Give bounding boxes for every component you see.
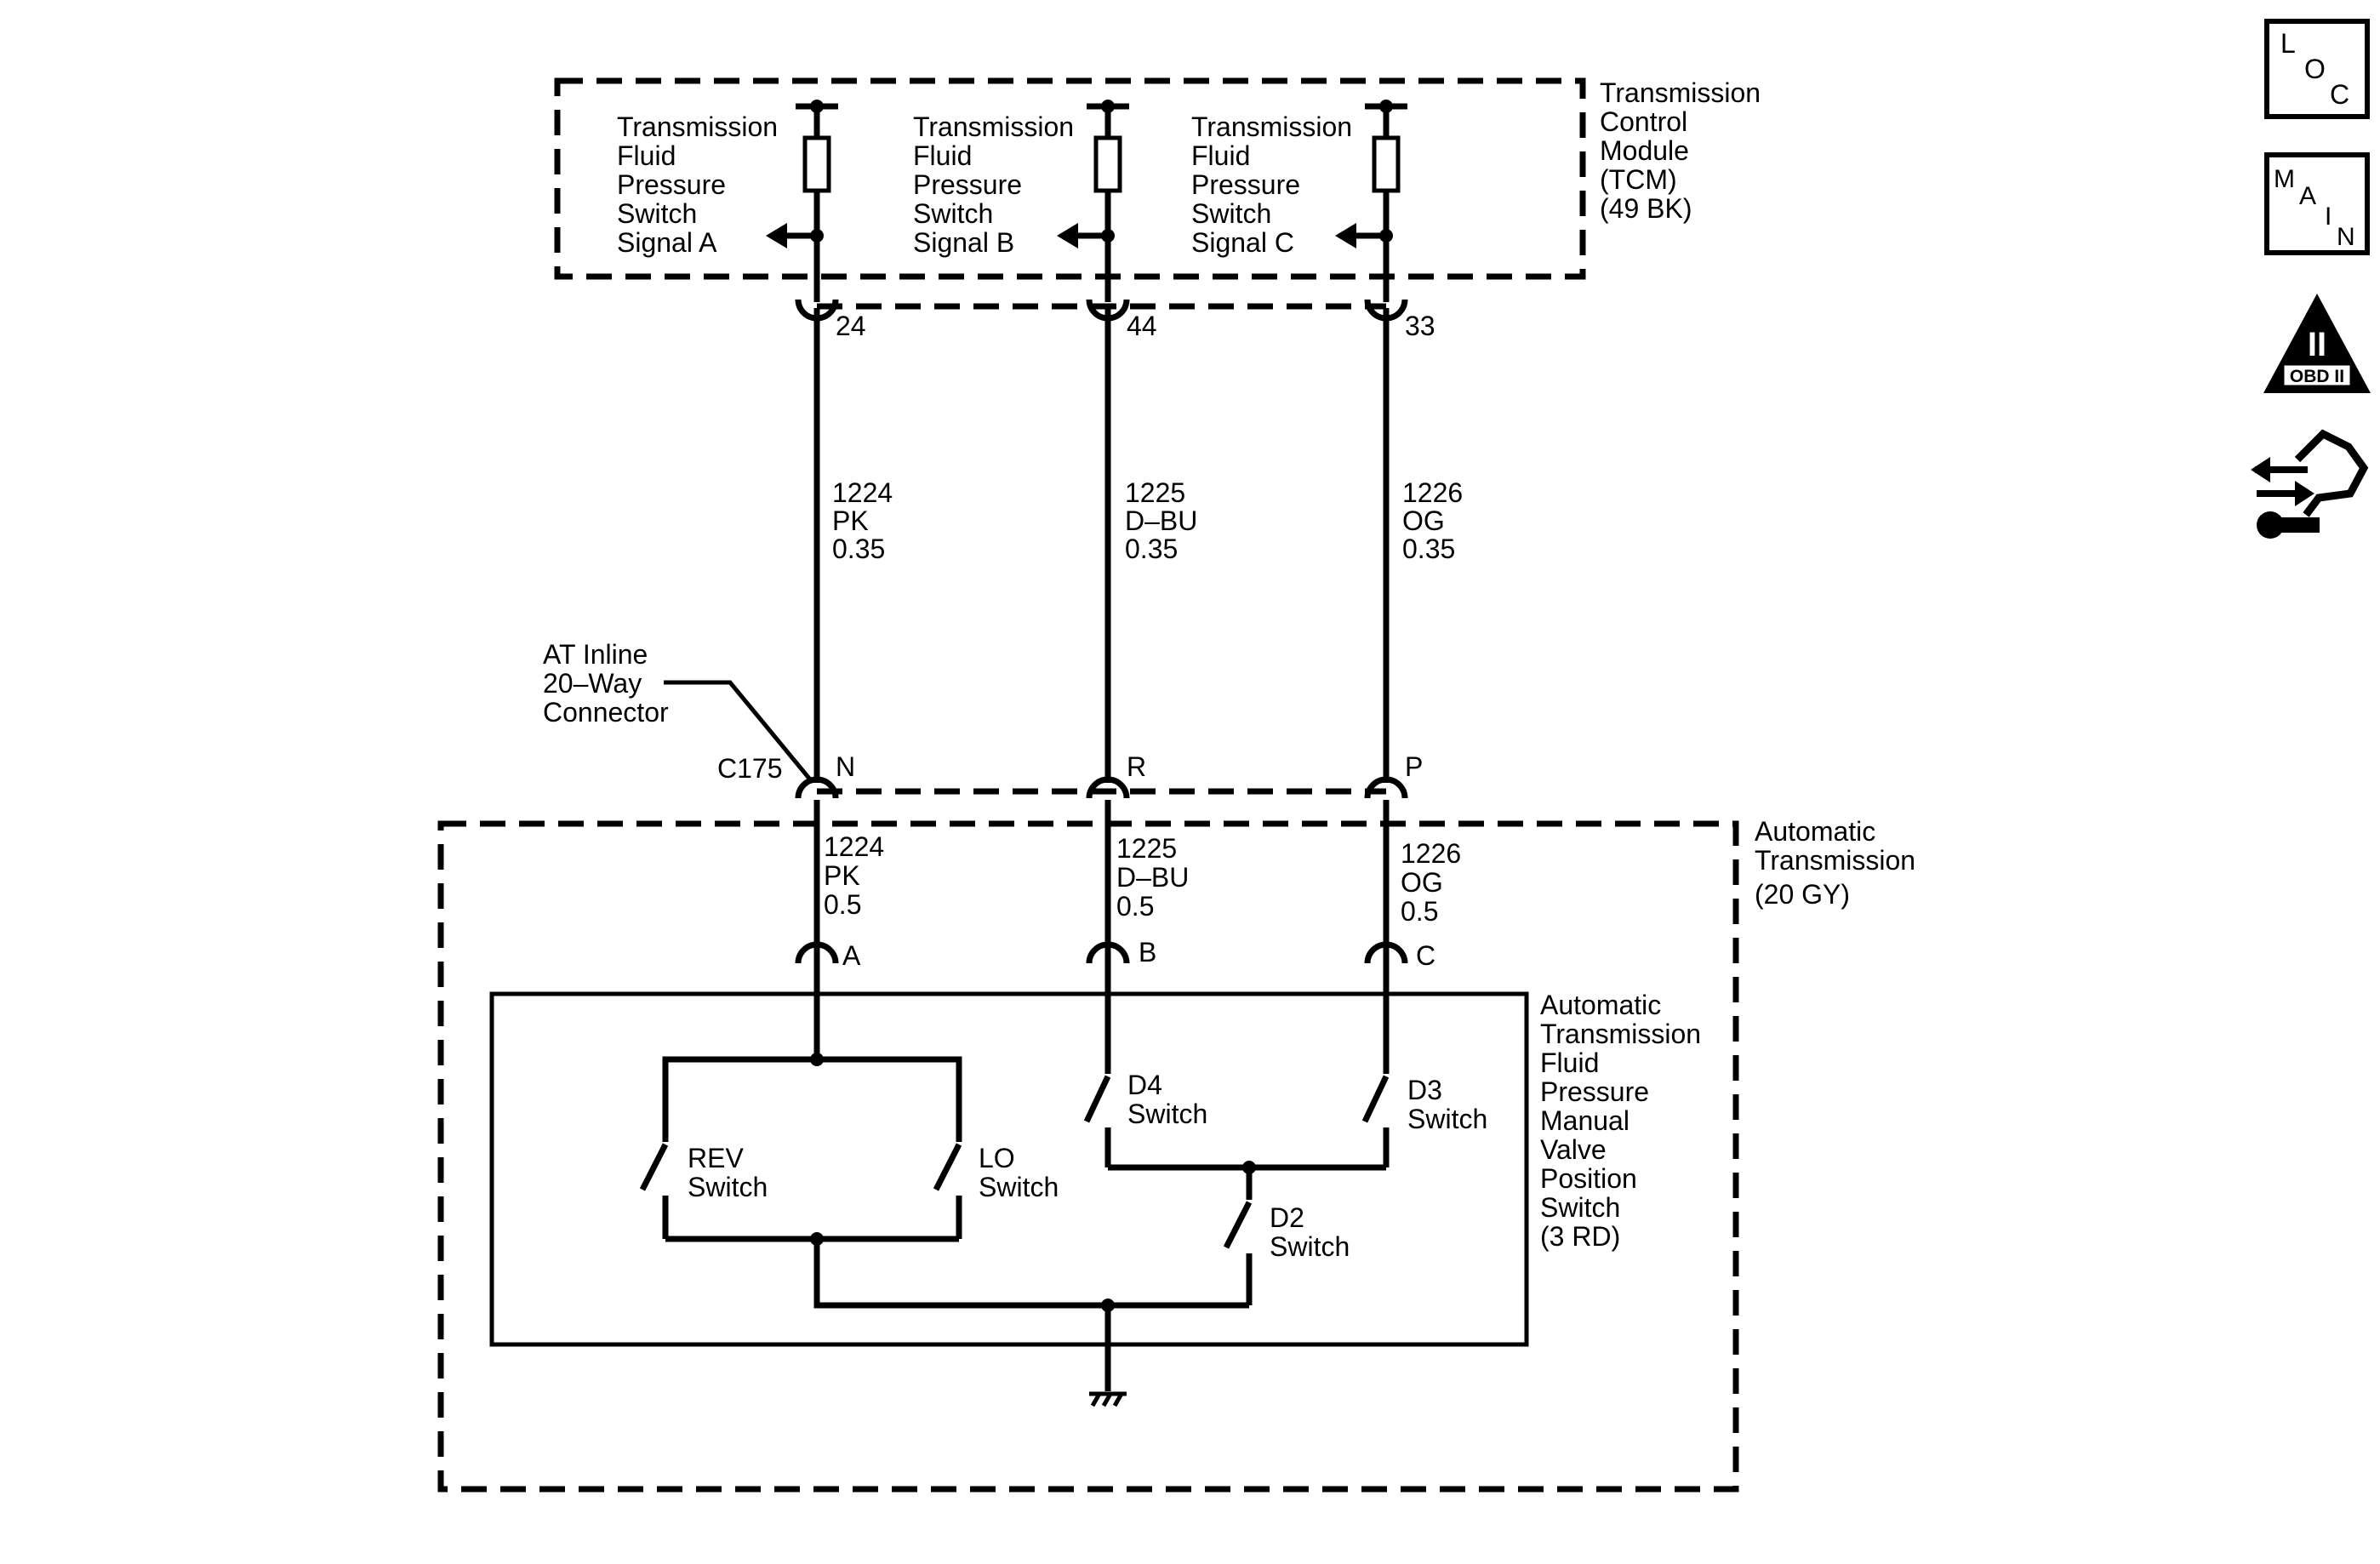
tcm-signal-a: Transmission Fluid Pressure Switch Signa… bbox=[617, 100, 838, 302]
svg-text:L: L bbox=[2280, 28, 2296, 59]
automatic-transmission: Automatic Transmission (20 GY) 1224 PK 0… bbox=[437, 800, 1923, 1493]
switch-pin-b: B bbox=[1139, 937, 1156, 968]
loc-icon[interactable]: L O C bbox=[2264, 19, 2370, 119]
tcm-pin-33: 33 bbox=[1405, 311, 1435, 341]
inline-connector-leader bbox=[664, 680, 812, 781]
d4-switch-label: D4 Switch bbox=[1127, 1070, 1207, 1129]
tcm-signal-c: Transmission Fluid Pressure Switch Signa… bbox=[1191, 100, 1407, 302]
d3-switch bbox=[1361, 994, 1390, 1167]
tcm-pin-44: 44 bbox=[1127, 311, 1157, 341]
c175-pin-n: N bbox=[836, 751, 855, 782]
svg-text:C: C bbox=[2330, 79, 2349, 110]
d3-switch-label: D3 Switch bbox=[1407, 1075, 1487, 1134]
switch-assembly-outline bbox=[489, 991, 1529, 1347]
switch-connector: A B C bbox=[795, 937, 1435, 971]
tcm-title: Transmission Control Module (TCM) (49 BK… bbox=[1600, 77, 1768, 224]
switch-pin-c: C bbox=[1416, 940, 1435, 971]
wire-1224-lower-label: 1224 PK 0.5 bbox=[824, 831, 892, 920]
svg-text:A: A bbox=[2299, 182, 2316, 210]
wire-1225-upper-label: 1225 D–BU 0.35 bbox=[1125, 477, 1205, 564]
d2-switch-label: D2 Switch bbox=[1270, 1202, 1350, 1262]
tcm-outline bbox=[554, 77, 1586, 280]
wire-1225-lower-label: 1225 D–BU 0.5 bbox=[1116, 833, 1196, 922]
lo-switch bbox=[933, 1143, 962, 1239]
signal-b-label: Transmission Fluid Pressure Switch Signa… bbox=[913, 111, 1082, 258]
inline-connector-c175: N R P C175 AT Inline 20–Way Connector bbox=[543, 639, 1423, 799]
svg-text:M: M bbox=[2274, 165, 2295, 193]
obd-ii-icon[interactable]: II OBD II bbox=[2263, 294, 2371, 393]
tcm-pin-24: 24 bbox=[836, 311, 866, 341]
d2-switch bbox=[1223, 1167, 1253, 1305]
inline-connector-label: AT Inline 20–Way Connector bbox=[543, 639, 669, 728]
transmission-label: Automatic Transmission (20 GY) bbox=[1755, 816, 1923, 910]
transmission-outline bbox=[437, 820, 1739, 1493]
d4-switch bbox=[1083, 994, 1111, 1167]
c175-id: C175 bbox=[717, 753, 783, 784]
wire-1226-upper-label: 1226 OG 0.35 bbox=[1402, 477, 1470, 564]
switch-pin-a: A bbox=[842, 940, 861, 971]
ground-symbol bbox=[1089, 1305, 1127, 1407]
pressure-switch-assembly: Automatic Transmission Fluid Pressure Ma… bbox=[489, 990, 1709, 1347]
signal-c-label: Transmission Fluid Pressure Switch Signa… bbox=[1191, 111, 1360, 258]
wire-1224-upper-label: 1224 PK 0.35 bbox=[832, 477, 900, 564]
upper-wires: 1224 PK 0.35 1225 D–BU 0.35 1226 OG 0.35 bbox=[813, 308, 1470, 783]
c175-pin-r: R bbox=[1127, 751, 1146, 782]
svg-text:OBD II: OBD II bbox=[2290, 367, 2344, 386]
switch-assembly-label: Automatic Transmission Fluid Pressure Ma… bbox=[1540, 990, 1709, 1252]
c175-pin-p: P bbox=[1405, 751, 1423, 782]
tcm-connector: 24 44 33 bbox=[795, 299, 1435, 341]
lo-switch-label: LO Switch bbox=[979, 1143, 1059, 1202]
wire-1226-lower-label: 1226 OG 0.5 bbox=[1401, 838, 1469, 927]
diagnostic-connector-icon[interactable] bbox=[2251, 429, 2369, 539]
svg-text:O: O bbox=[2304, 54, 2326, 84]
rev-switch-label: REV Switch bbox=[688, 1143, 768, 1202]
svg-text:II: II bbox=[2308, 326, 2326, 363]
tcm-module: Transmission Control Module (TCM) (49 BK… bbox=[554, 77, 1768, 302]
svg-text:N: N bbox=[2337, 223, 2355, 251]
signal-a-label: Transmission Fluid Pressure Switch Signa… bbox=[617, 111, 785, 258]
main-icon[interactable]: M A I N bbox=[2264, 152, 2370, 255]
svg-text:I: I bbox=[2325, 203, 2331, 231]
side-icons: L O C M A I N II OBD II bbox=[2251, 19, 2371, 539]
rev-switch bbox=[639, 1143, 669, 1239]
tcm-signal-b: Transmission Fluid Pressure Switch Signa… bbox=[913, 100, 1129, 302]
